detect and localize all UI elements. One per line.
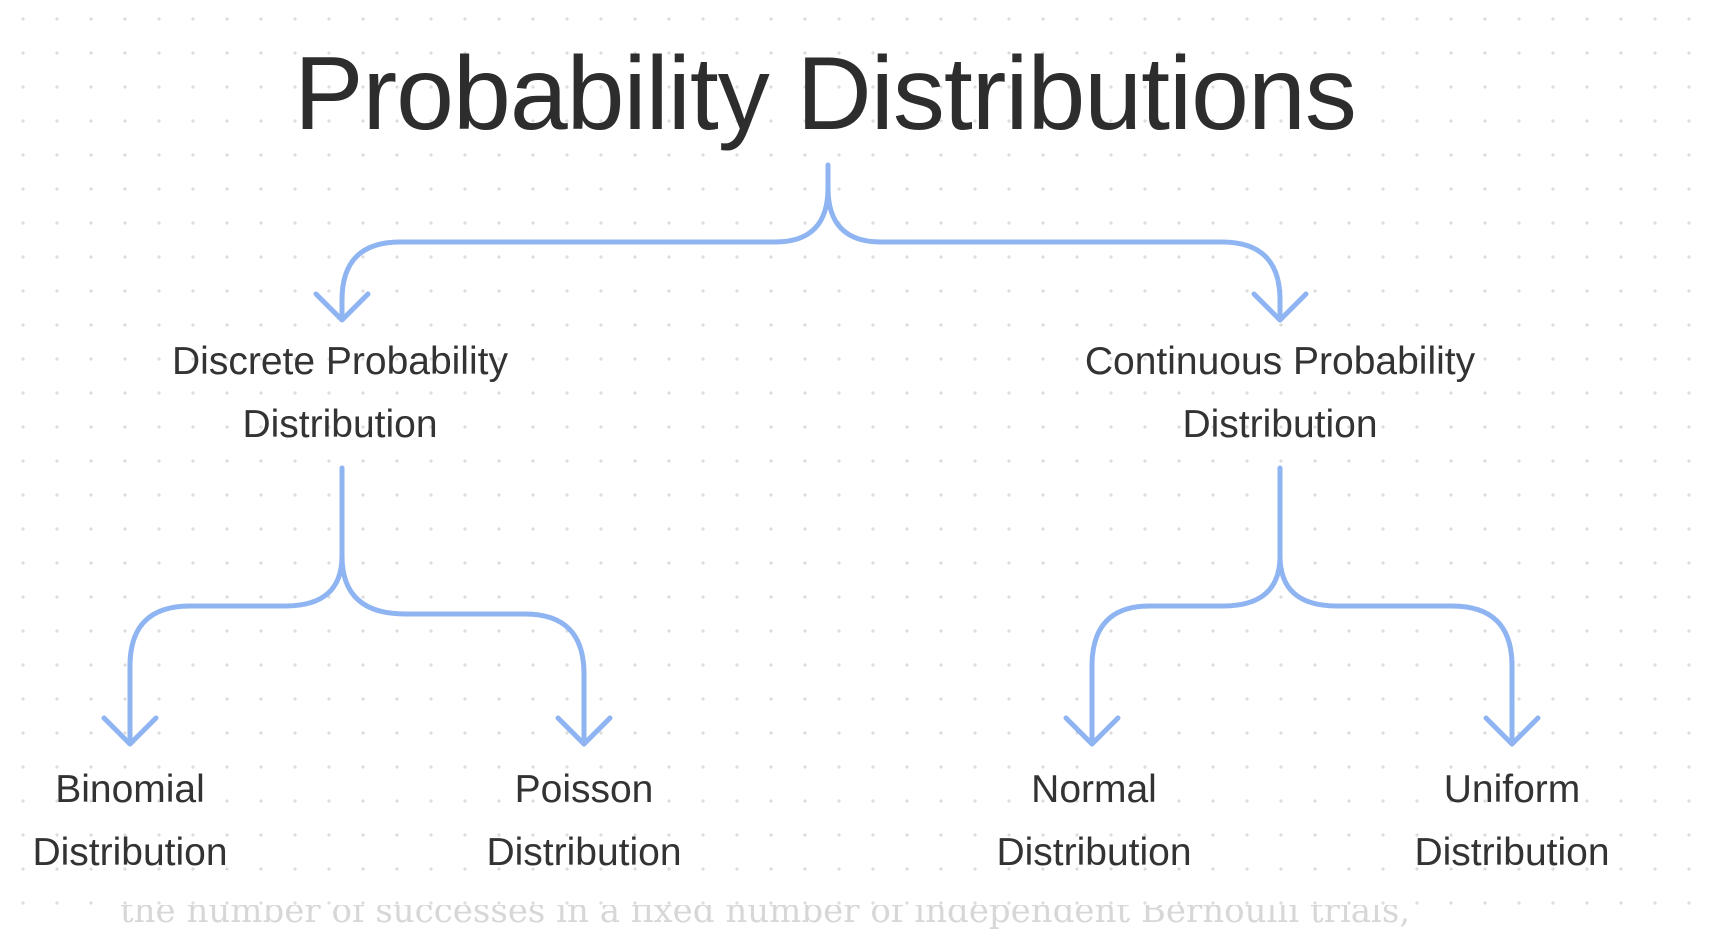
arrowhead-continuous	[1251, 291, 1309, 323]
node-label-line: Uniform	[1443, 768, 1581, 811]
connector-discrete-to-poisson	[339, 553, 587, 747]
node-binomial-distribution: Binomial Distribution	[0, 758, 260, 884]
arrowhead-binomial	[101, 715, 159, 747]
node-label-line: Distribution	[242, 403, 438, 446]
connector-continuous-to-normal	[1089, 465, 1283, 747]
node-label-line: Poisson	[514, 768, 654, 811]
node-poisson-distribution: Poisson Distribution	[452, 758, 716, 884]
node-label-line: Discrete Probability	[172, 340, 508, 383]
footer-text-strip: the number of successes in a fixed numbe…	[120, 905, 1480, 932]
node-label-line: Distribution	[32, 831, 228, 874]
node-label-line: Binomial	[55, 768, 205, 811]
connector-root-to-discrete	[339, 162, 831, 321]
node-label-line: Distribution	[1414, 831, 1610, 874]
node-continuous-probability-distribution: Continuous Probability Distribution	[1030, 330, 1530, 456]
node-discrete-probability-distribution: Discrete Probability Distribution	[100, 330, 580, 456]
node-label-line: Distribution	[996, 831, 1192, 874]
node-label-line: Normal	[1031, 768, 1157, 811]
diagram-title: Probability Distributions	[294, 36, 1357, 152]
connector-root-to-continuous	[825, 185, 1283, 321]
node-label-line: Distribution	[486, 831, 682, 874]
node-normal-distribution: Normal Distribution	[962, 758, 1226, 884]
arrowhead-uniform	[1483, 715, 1541, 747]
connector-continuous-to-uniform	[1277, 553, 1515, 747]
node-label-line: Distribution	[1182, 403, 1378, 446]
node-uniform-distribution: Uniform Distribution	[1380, 758, 1644, 884]
arrowhead-poisson	[555, 715, 613, 747]
connector-discrete-to-binomial	[127, 465, 345, 747]
footer-text: the number of successes in a fixed numbe…	[120, 905, 1411, 931]
node-label-line: Continuous Probability	[1084, 340, 1476, 383]
arrowhead-discrete	[313, 291, 371, 323]
arrowhead-normal	[1063, 715, 1121, 747]
